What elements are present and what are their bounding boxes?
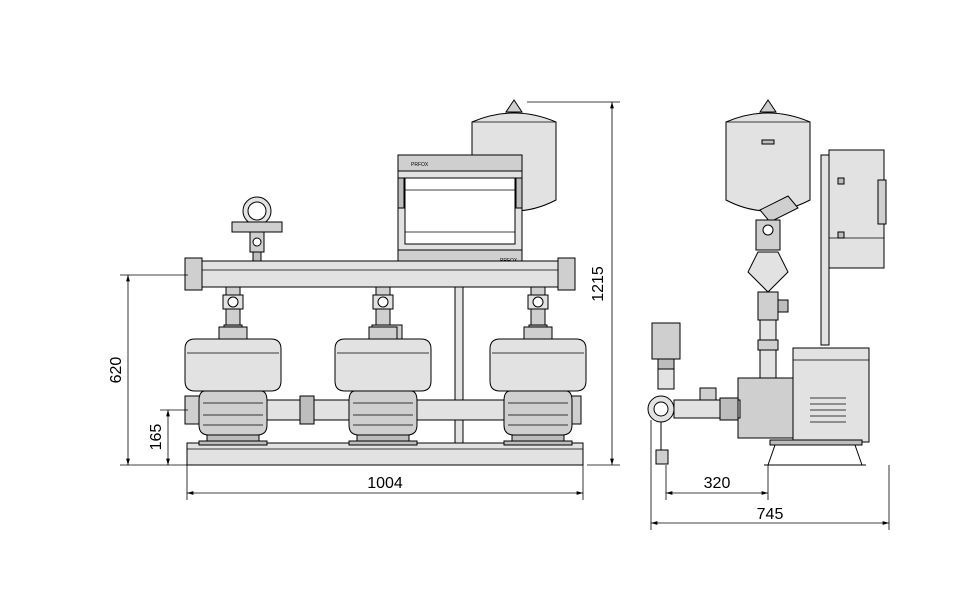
dimension-lines [120,101,890,530]
controller-side [828,149,887,269]
side-post [820,154,830,346]
dim-inlet-height: 165 [148,424,165,451]
side-inlet-assembly [647,322,741,465]
side-discharge-line [747,219,789,391]
dim-overall-height: 1215 [590,266,607,302]
side-view [647,99,887,466]
dim-inlet-offset: 320 [704,475,731,492]
pump-middle [334,326,432,446]
valve-right [527,286,549,332]
valve-left [222,286,244,332]
pressure-tank-side [725,99,811,223]
base-frame [186,442,584,466]
controller-box: PRFOX PRFOX [397,154,523,269]
controller-logo-top: PRFOX [411,162,429,168]
dim-manifold-height: 620 [108,357,125,384]
front-view: PRFOX PRFOX [184,99,587,466]
dim-front-width: 1004 [367,475,403,492]
pump-left [184,326,282,446]
pressure-gauge-assembly [231,196,283,262]
side-pump [737,347,870,466]
dim-side-depth: 745 [757,506,784,523]
pump-right [489,326,587,446]
discharge-manifold [184,257,576,291]
